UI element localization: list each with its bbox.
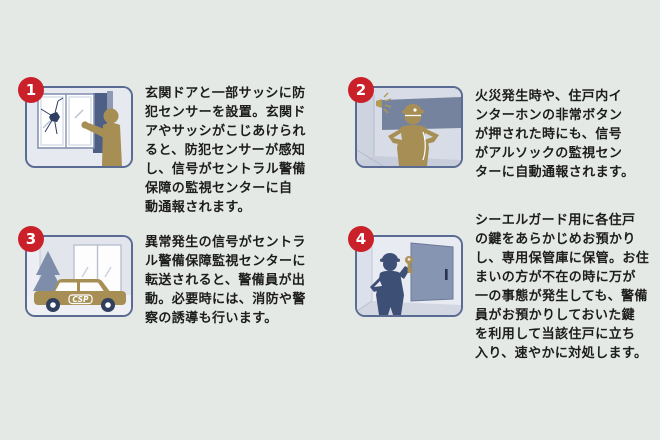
guard-with-key-at-door-illustration xyxy=(357,237,461,315)
guard-and-alarm-light-illustration xyxy=(357,88,461,166)
step-1-illustration-box xyxy=(25,86,133,168)
step-1-description: 玄関ドアと一部サッシに防 犯センサーを設置。玄関ド アやサッシがこじあけられ る… xyxy=(145,86,306,215)
step-4-badge: 4 xyxy=(348,226,374,252)
step-2-description: 火災発生時や、住戸内イ ンターホンの非常ボタン が押された時にも、信号 がアルソ… xyxy=(475,89,635,180)
csp-car-label: CSP xyxy=(72,295,89,304)
step-3-description: 異常発生の信号がセントラ ル警備保障監視センターに 転送されると、警備員が出 動… xyxy=(145,235,306,326)
step-3-badge: 3 xyxy=(18,226,44,252)
burglar-breaking-window-illustration xyxy=(27,88,131,166)
step-4-illustration-box xyxy=(355,235,463,317)
step-2-illustration-box xyxy=(355,86,463,168)
step-2-badge: 2 xyxy=(348,77,374,103)
step-4-description: シーエルガード用に各住戸 の鍵をあらかじめお預かり し、専用保管庫に保管。お住 … xyxy=(475,213,650,361)
step-3-illustration-box: CSP xyxy=(25,235,133,317)
csp-patrol-car-illustration: CSP xyxy=(27,237,131,315)
step-1-badge: 1 xyxy=(18,77,44,103)
